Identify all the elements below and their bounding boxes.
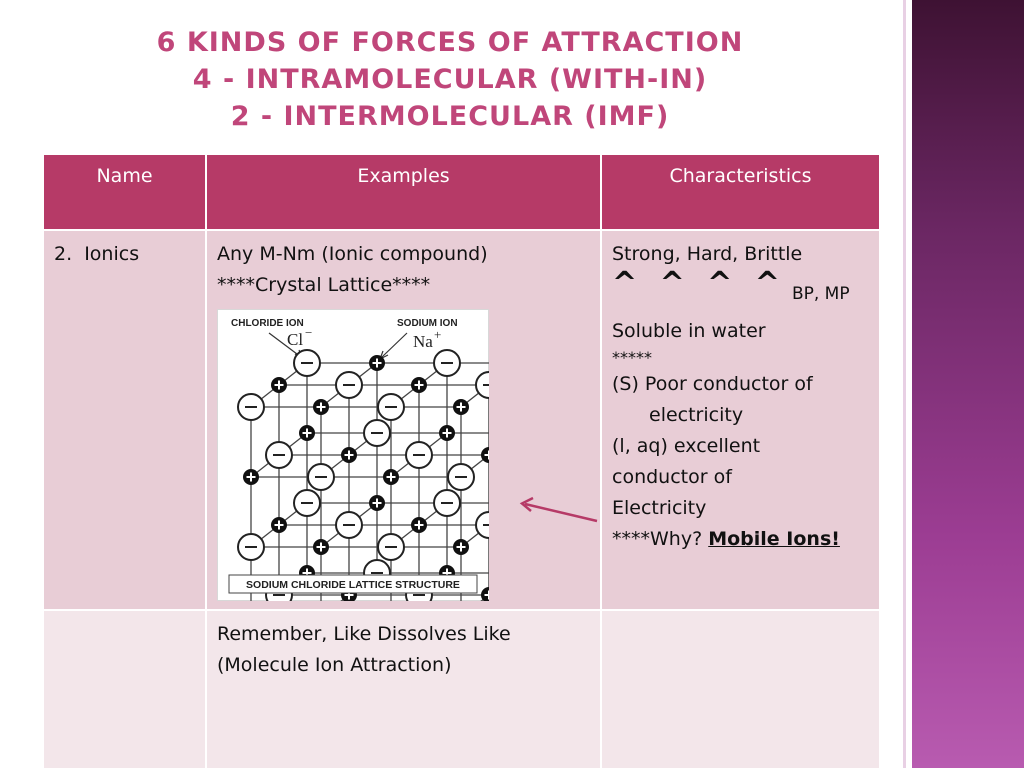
chloride-ion-icon: − xyxy=(363,419,391,447)
mobile-ions-answer: Mobile Ions! xyxy=(708,528,840,550)
chloride-ion-icon: − xyxy=(293,489,321,517)
cell-examples: Any M-Nm (Ionic compound) ****Crystal La… xyxy=(205,229,602,631)
cell-name-empty xyxy=(42,609,207,768)
chloride-ion-icon: − xyxy=(335,511,363,539)
forces-table: Name Examples Characteristics 2. Ionics … xyxy=(42,153,881,768)
lattice-diagram: CHLORIDE ION SODIUM ION Cl − Na + −+−++−… xyxy=(217,309,531,631)
header-name: Name xyxy=(42,153,207,231)
chloride-pointer-arrow-icon xyxy=(268,332,302,358)
char-line-aq-1: (l, aq) excellent xyxy=(612,435,761,457)
sodium-ion-icon: + xyxy=(439,425,455,441)
sodium-ion-icon: + xyxy=(271,377,287,393)
chloride-ion-icon: − xyxy=(335,371,363,399)
high-caret-icon: ^ ^ ^ ^ xyxy=(612,266,786,301)
header-examples: Examples xyxy=(205,153,602,231)
sodium-label: SODIUM ION xyxy=(397,318,458,329)
table-row: Remember, Like Dissolves Like (Molecule … xyxy=(42,609,881,768)
sodium-ion-icon: + xyxy=(313,539,329,555)
sodium-ion-icon: + xyxy=(369,355,385,371)
chloride-ion-icon: − xyxy=(447,463,475,491)
sodium-ion-icon: + xyxy=(383,469,399,485)
char-line-stars: ***** xyxy=(612,348,652,367)
chloride-ion-icon: − xyxy=(237,533,265,561)
chloride-symbol: Cl xyxy=(287,330,303,349)
chloride-charge: − xyxy=(305,325,312,340)
char-line-solid-2: electricity xyxy=(649,404,744,426)
decorative-side-band xyxy=(912,0,1024,768)
sodium-charge: + xyxy=(434,327,441,342)
cell-name: 2. Ionics xyxy=(42,229,207,611)
row-name: 2. Ionics xyxy=(54,243,140,265)
sodium-ion-icon: + xyxy=(243,469,259,485)
chloride-label: CHLORIDE ION xyxy=(231,318,304,329)
char-line-soluble: Soluble in water xyxy=(612,320,766,342)
title-line-3: 2 - INTERMOLECULAR (IMF) xyxy=(230,101,670,132)
header-characteristics: Characteristics xyxy=(600,153,881,231)
char-line-aq-3: Electricity xyxy=(612,497,707,519)
sodium-ion-icon: + xyxy=(411,377,427,393)
chloride-ion-icon: − xyxy=(377,393,405,421)
sodium-ion-icon: + xyxy=(411,517,427,533)
cell-characteristics-empty xyxy=(600,609,881,768)
table-header-row: Name Examples Characteristics xyxy=(42,153,881,231)
lattice-caption: SODIUM CHLORIDE LATTICE STRUCTURE xyxy=(246,579,460,591)
sodium-pointer-arrow-icon xyxy=(381,332,408,358)
chloride-ion-icon: − xyxy=(293,349,321,377)
char-line-carets: ^ ^ ^ ^ BP, MP xyxy=(612,269,869,310)
char-line-why: ****Why? Mobile Ions! xyxy=(612,524,869,555)
chloride-ion-icon: − xyxy=(405,441,433,469)
sodium-ion-icon: + xyxy=(313,399,329,415)
sodium-ion-icon: + xyxy=(369,495,385,511)
sodium-ion-icon: + xyxy=(341,447,357,463)
sodium-ion-icon: + xyxy=(271,517,287,533)
char-bp-mp: BP, MP xyxy=(791,284,850,304)
title-line-2: 4 - INTRAMOLECULAR (WITH-IN) xyxy=(192,64,708,95)
sodium-ion-icon: + xyxy=(453,399,469,415)
chloride-ion-icon: − xyxy=(237,393,265,421)
pointer-arrow-icon xyxy=(519,496,598,523)
sodium-ion-icon: + xyxy=(453,539,469,555)
example-line-2: (Molecule Ion Attraction) xyxy=(217,654,452,676)
char-line-solid-1: (S) Poor conductor of xyxy=(612,373,813,395)
side-divider xyxy=(903,0,906,768)
char-line-strong: Strong, Hard, Brittle xyxy=(612,243,803,265)
slide-title: 6 KINDS OF FORCES OF ATTRACTION 4 - INTR… xyxy=(60,24,840,135)
sodium-symbol: Na xyxy=(413,332,433,351)
lattice-figure: CHLORIDE ION SODIUM ION Cl − Na + −+−++−… xyxy=(217,309,531,631)
sodium-ion-icon: + xyxy=(299,425,315,441)
cell-characteristics: Strong, Hard, Brittle ^ ^ ^ ^ BP, MP Sol… xyxy=(600,229,881,611)
title-line-1: 6 KINDS OF FORCES OF ATTRACTION xyxy=(156,27,744,58)
cell-examples: Remember, Like Dissolves Like (Molecule … xyxy=(205,609,602,768)
example-line-2: ****Crystal Lattice**** xyxy=(217,274,431,296)
chloride-ion-icon: − xyxy=(307,463,335,491)
chloride-ion-icon: − xyxy=(433,349,461,377)
chloride-ion-icon: − xyxy=(377,533,405,561)
chloride-ion-icon: − xyxy=(433,489,461,517)
char-line-aq-2: conductor of xyxy=(612,466,732,488)
example-line-1: Remember, Like Dissolves Like xyxy=(217,623,511,645)
chloride-ion-icon: − xyxy=(265,441,293,469)
example-line-1: Any M-Nm (Ionic compound) xyxy=(217,243,488,265)
table-row: 2. Ionics Any M-Nm (Ionic compound) ****… xyxy=(42,229,881,631)
why-label: ****Why? xyxy=(612,528,703,550)
